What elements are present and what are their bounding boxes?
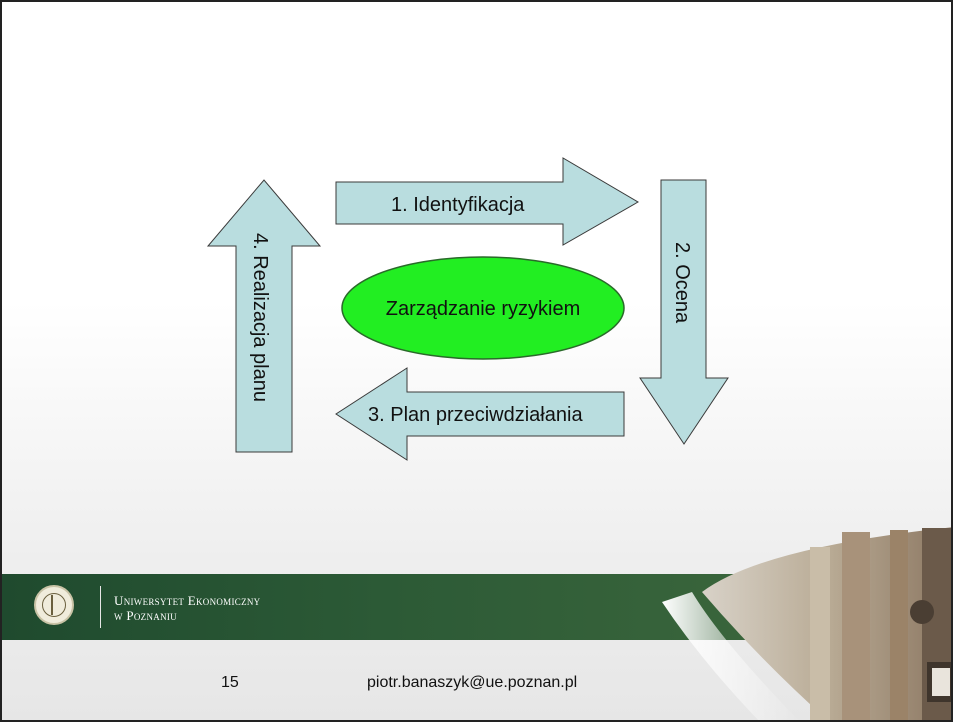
step-label-identification: 1. Identyfikacja: [391, 194, 525, 216]
page-number: 15: [221, 674, 239, 691]
university-name: Uniwersytet Ekonomiczny w Poznaniu: [114, 593, 260, 623]
step-label-countermeasure-plan: 3. Plan przeciwdziałania: [368, 404, 583, 426]
step-label-plan-realization: 4. Realizacja planu: [249, 233, 271, 402]
step-label-assessment: 2. Ocena: [671, 242, 693, 324]
university-seal-logo: [34, 585, 74, 625]
arrow-identification: 1. Identyfikacja: [335, 157, 639, 246]
center-label: Zarządzanie ryzykiem: [386, 298, 581, 320]
arrow-plan-realization: 4. Realizacja planu: [206, 179, 322, 453]
university-name-line1: Uniwersytet Ekonomiczny: [114, 593, 261, 608]
university-name-line2: w Poznaniu: [114, 608, 177, 623]
author-email: piotr.banaszyk@ue.poznan.pl: [367, 674, 578, 691]
footer-divider: [100, 586, 101, 628]
center-ellipse: Zarządzanie ryzykiem: [341, 256, 625, 360]
arrow-assessment: 2. Ocena: [639, 179, 729, 445]
arrow-countermeasure-plan: 3. Plan przeciwdziałania: [335, 367, 625, 461]
